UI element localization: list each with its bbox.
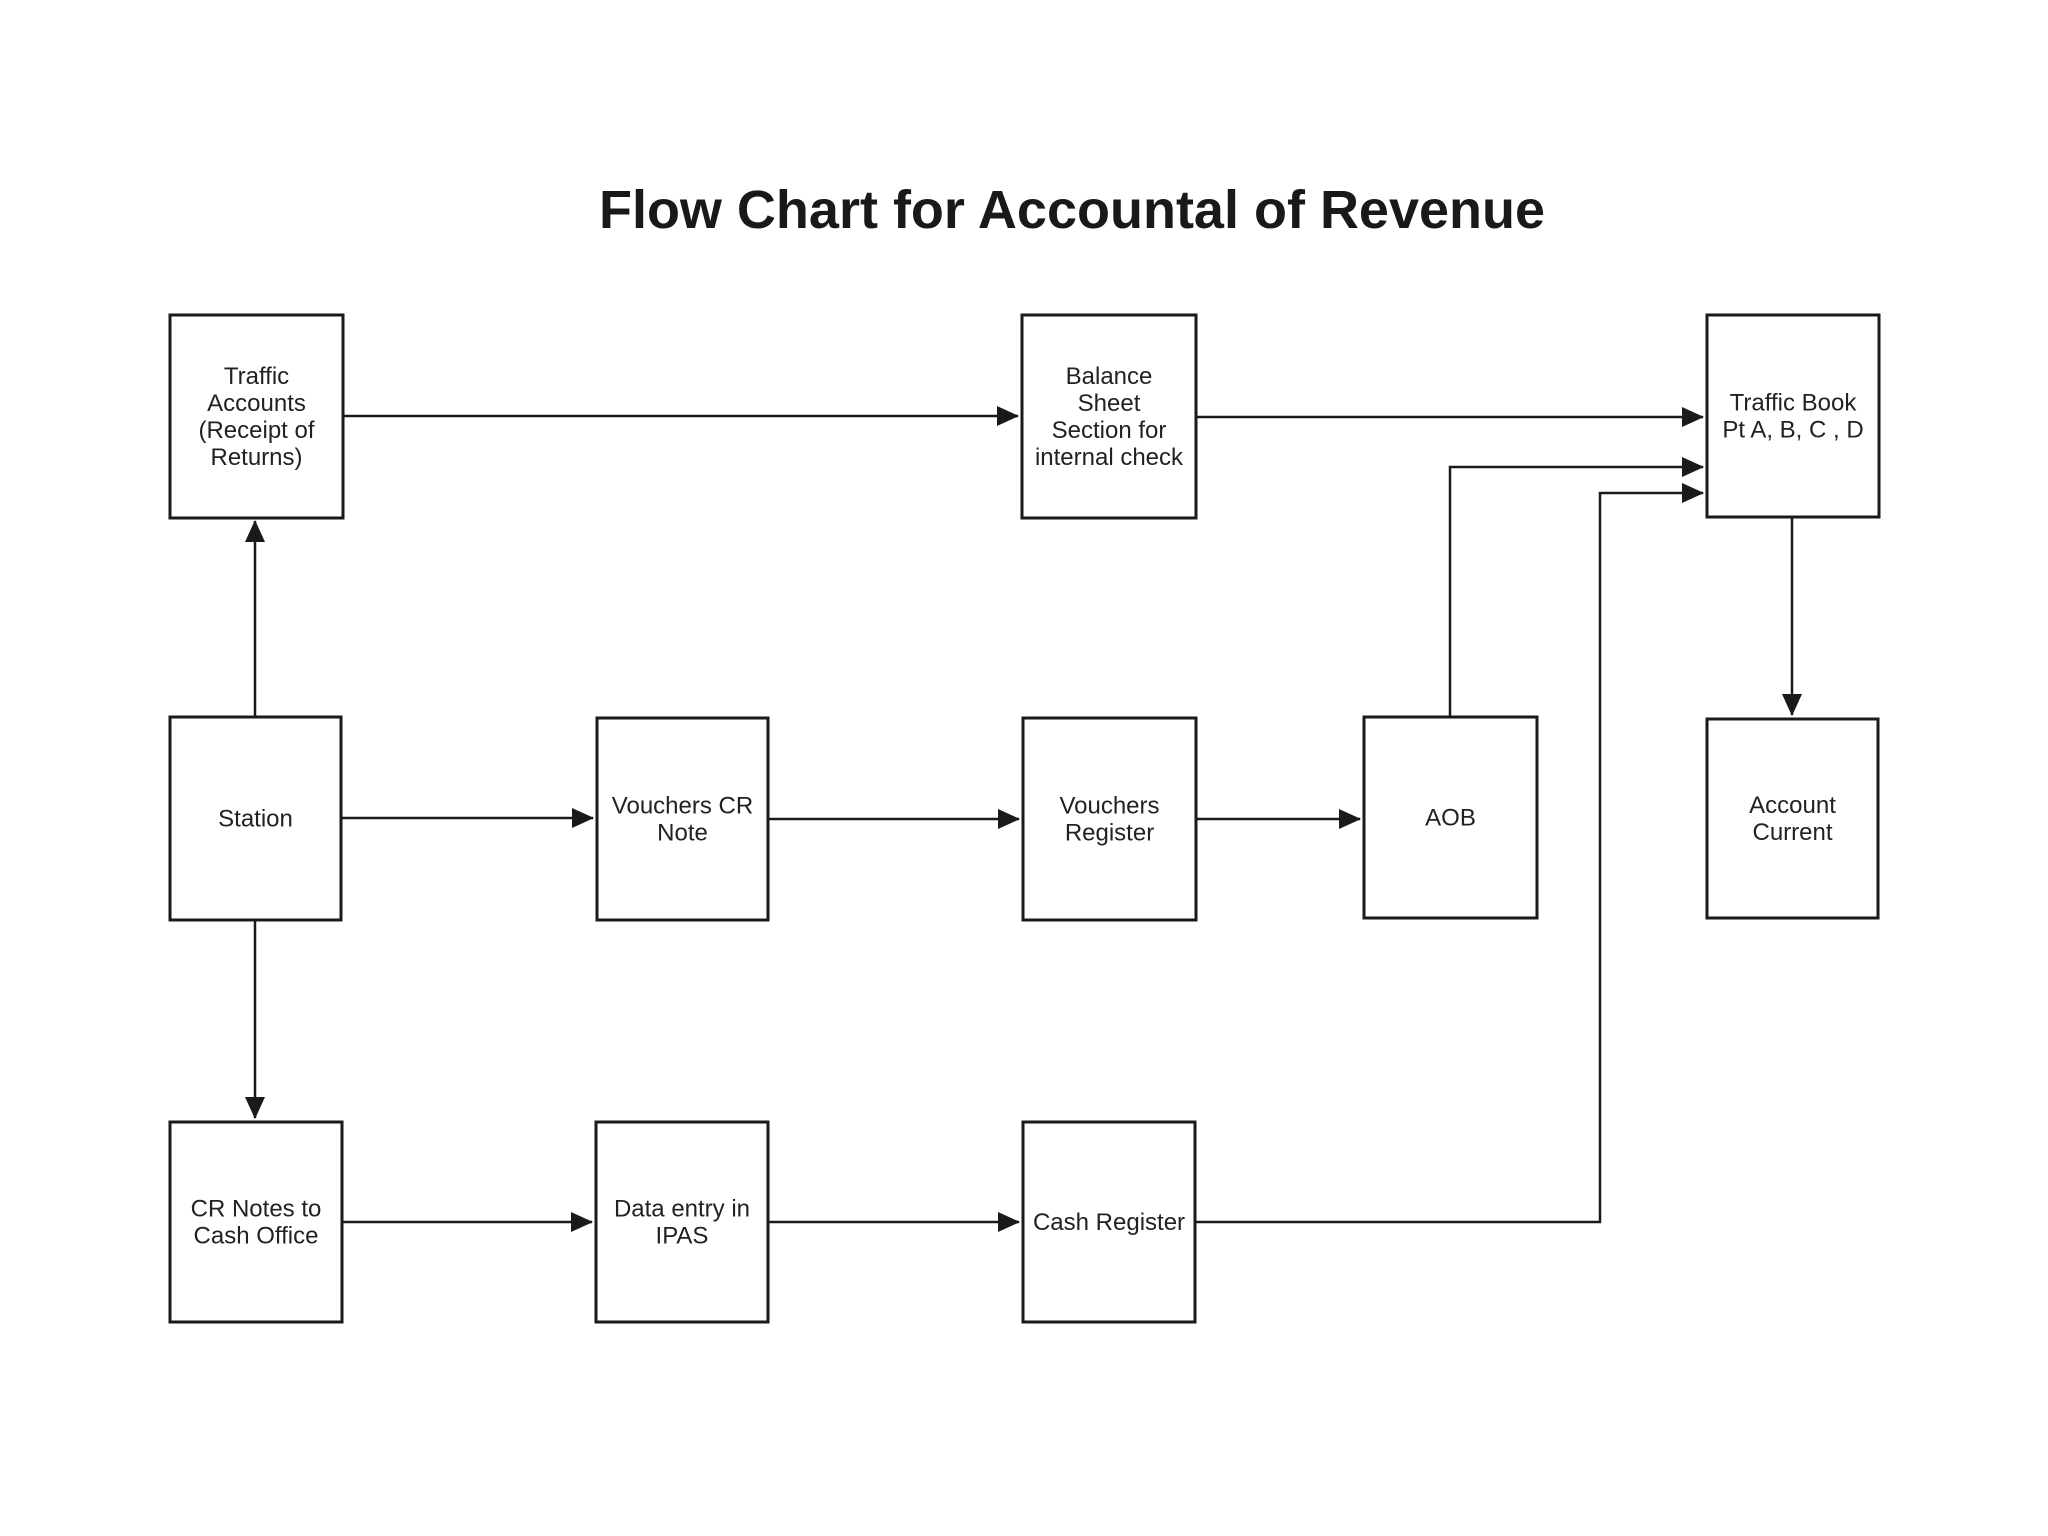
edge-aob-to-traffic-book: [1448, 457, 1704, 717]
node-box-vouchers-cr-note: [595, 716, 770, 922]
node-box-traffic-book: [1705, 313, 1881, 519]
node-cash-register: Cash Register: [1021, 1120, 1197, 1324]
node-box-cr-notes: [168, 1120, 344, 1324]
node-box-cash-register: [1021, 1120, 1197, 1324]
node-aob: AOB: [1362, 715, 1539, 920]
node-box-station: [168, 715, 343, 922]
node-box-traffic-accounts: [168, 313, 345, 520]
node-box-aob: [1362, 715, 1539, 920]
node-box-balance-sheet: [1020, 313, 1198, 520]
edges-layer: [245, 406, 1802, 1232]
node-label-station: Station: [218, 806, 293, 833]
edge-cash-register-to-traffic-book: [1195, 483, 1704, 1224]
node-box-account-current: [1705, 717, 1880, 920]
node-label-cash-register: Cash Register: [1033, 1209, 1185, 1236]
node-station: Station: [168, 715, 343, 922]
node-box-vouchers-register: [1021, 716, 1198, 922]
node-box-data-entry-ipas: [594, 1120, 770, 1324]
node-label-aob: AOB: [1425, 805, 1476, 832]
diagram-title: Flow Chart for Accountal of Revenue: [598, 180, 1546, 240]
